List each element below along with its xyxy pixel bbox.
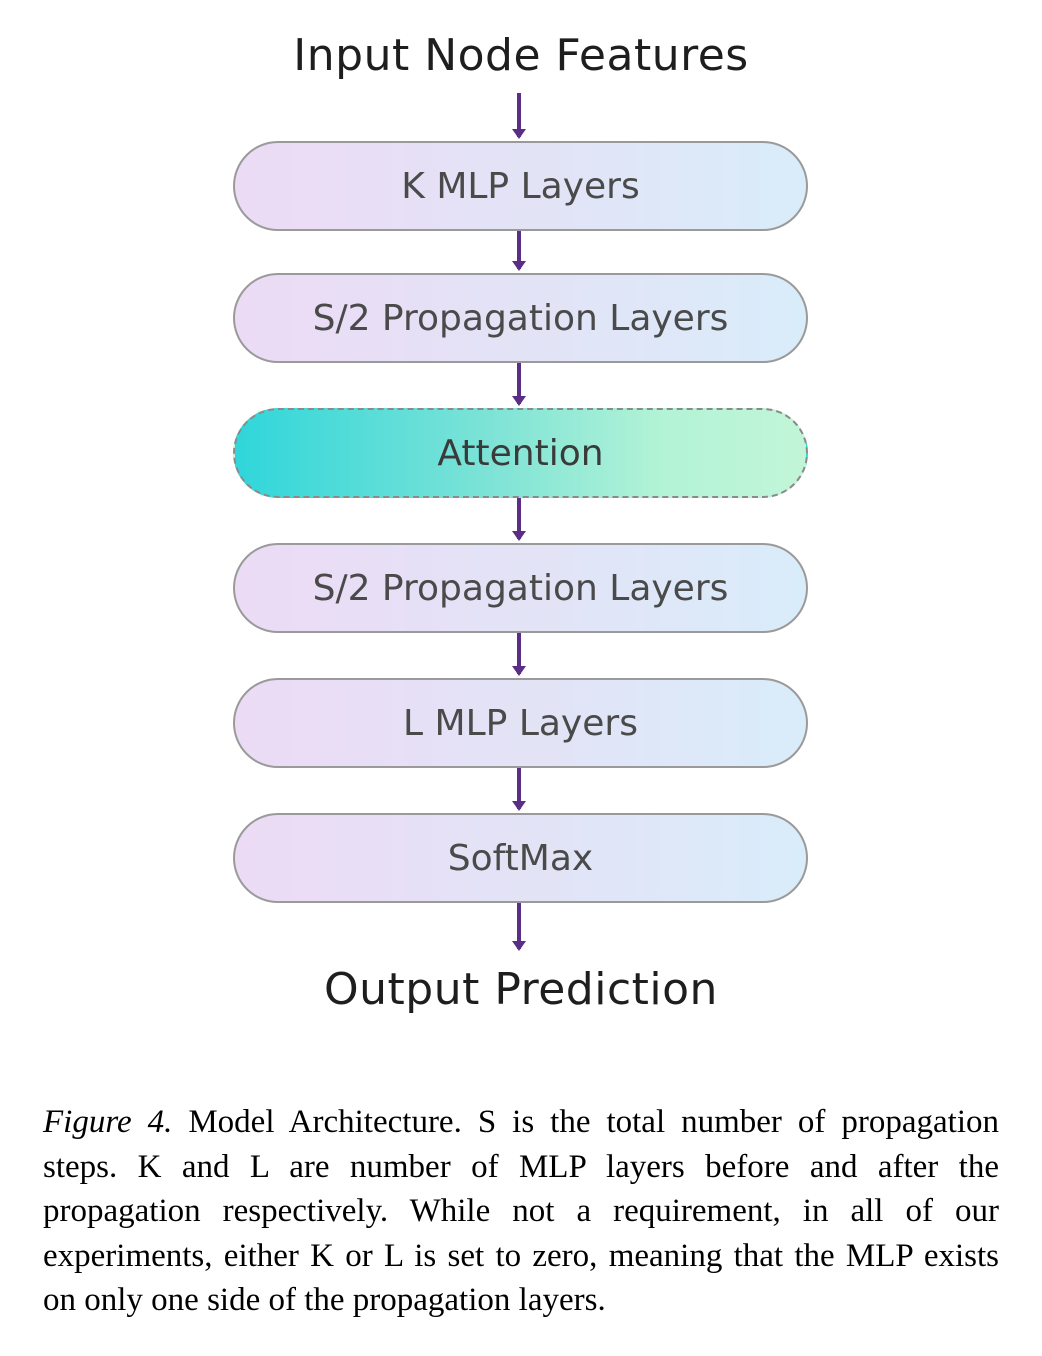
arrow-input-to-k-mlp bbox=[512, 93, 526, 139]
arrow-softmax-to-output bbox=[512, 903, 526, 951]
arrow-propagation-2-to-l-mlp bbox=[512, 633, 526, 676]
node-k-mlp-layers: K MLP Layers bbox=[233, 141, 808, 231]
node-propagation-layers-first: S/2 Propagation Layers bbox=[233, 273, 808, 363]
output-prediction-label: Output Prediction bbox=[324, 964, 718, 1015]
arrow-propagation-1-to-attention bbox=[512, 363, 526, 406]
node-l-mlp-layers: L MLP Layers bbox=[233, 678, 808, 768]
figure-caption: Figure 4. Model Architecture. S is the t… bbox=[43, 1100, 999, 1323]
figure-number: Figure 4. bbox=[43, 1104, 173, 1140]
node-propagation-layers-second: S/2 Propagation Layers bbox=[233, 543, 808, 633]
node-softmax: SoftMax bbox=[233, 813, 808, 903]
arrow-attention-to-propagation-2 bbox=[512, 498, 526, 541]
arrow-l-mlp-to-softmax bbox=[512, 768, 526, 811]
caption-text: Model Architecture. S is the total numbe… bbox=[43, 1104, 1000, 1318]
arrow-k-mlp-to-propagation-1 bbox=[512, 231, 526, 271]
input-node-features-label: Input Node Features bbox=[293, 30, 749, 81]
node-attention: Attention bbox=[233, 408, 808, 498]
